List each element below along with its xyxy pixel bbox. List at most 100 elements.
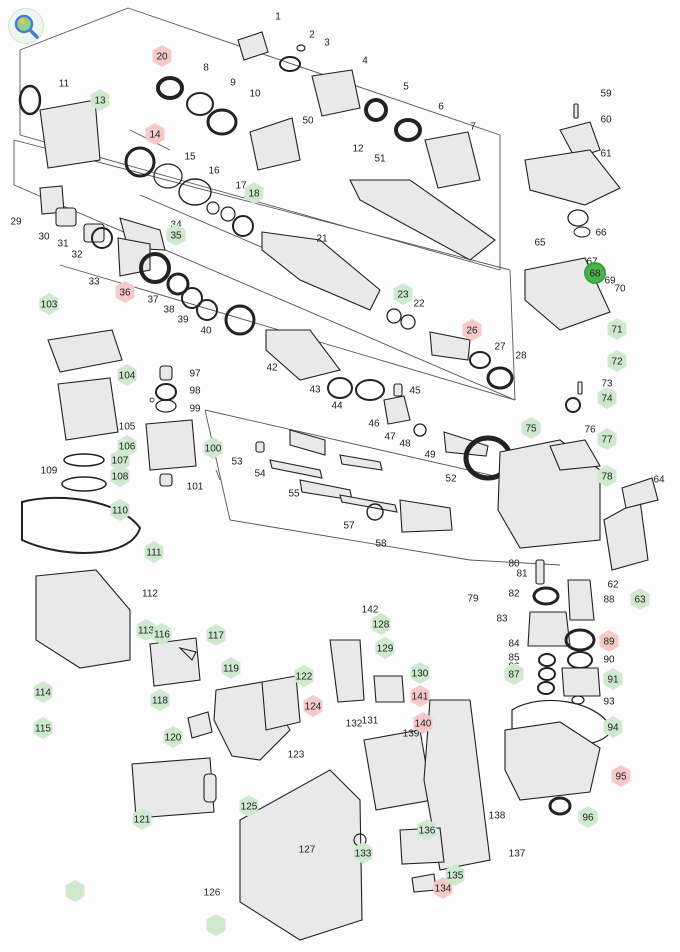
part-callout-blank[interactable]: [206, 914, 226, 936]
part-callout-142[interactable]: 142: [362, 605, 379, 616]
part-callout-80[interactable]: 80: [508, 559, 520, 570]
part-callout-51[interactable]: 51: [374, 154, 386, 165]
part-callout-9[interactable]: 9: [230, 78, 236, 89]
part-callout-66[interactable]: 66: [595, 228, 607, 239]
part-callout-126[interactable]: 126: [204, 888, 221, 899]
part-callout-62[interactable]: 62: [607, 580, 619, 591]
part-callout-32[interactable]: 32: [71, 250, 83, 261]
part-callout-63[interactable]: 63: [630, 588, 650, 610]
part-callout-97[interactable]: 97: [189, 369, 201, 380]
part-callout-108[interactable]: 108: [110, 465, 130, 487]
part-callout-53[interactable]: 53: [231, 457, 243, 468]
part-callout-78[interactable]: 78: [597, 465, 617, 487]
part-callout-111[interactable]: 111: [144, 541, 164, 563]
part-callout-23[interactable]: 23: [393, 283, 413, 305]
part-callout-31[interactable]: 31: [57, 239, 69, 250]
part-callout-140[interactable]: 140: [413, 712, 433, 734]
part-callout-73[interactable]: 73: [601, 379, 613, 390]
part-callout-35[interactable]: 35: [166, 224, 186, 246]
part-callout-69[interactable]: 69: [604, 276, 616, 287]
part-callout-17[interactable]: 17: [235, 181, 247, 192]
part-callout-109[interactable]: 109: [41, 466, 58, 477]
part-callout-136[interactable]: 136: [417, 819, 437, 841]
part-callout-21[interactable]: 21: [316, 234, 328, 245]
part-callout-20[interactable]: 20: [152, 45, 172, 67]
part-callout-110[interactable]: 110: [110, 499, 130, 521]
part-callout-122[interactable]: 122: [294, 665, 314, 687]
part-callout-83[interactable]: 83: [496, 614, 508, 625]
part-callout-88[interactable]: 88: [603, 595, 615, 606]
part-callout-82[interactable]: 82: [508, 589, 520, 600]
part-callout-99[interactable]: 99: [189, 404, 201, 415]
part-callout-94[interactable]: 94: [603, 716, 623, 738]
part-callout-72[interactable]: 72: [607, 350, 627, 372]
part-callout-135[interactable]: 135: [445, 864, 465, 886]
part-callout-98[interactable]: 98: [189, 386, 201, 397]
part-callout-100[interactable]: 100: [203, 437, 223, 459]
part-callout-133[interactable]: 133: [353, 842, 373, 864]
part-callout-1[interactable]: 1: [275, 12, 281, 23]
part-callout-52[interactable]: 52: [445, 474, 457, 485]
part-callout-116[interactable]: 116: [152, 623, 172, 645]
part-callout-79[interactable]: 79: [467, 594, 479, 605]
part-callout-3[interactable]: 3: [324, 38, 330, 49]
part-callout-2[interactable]: 2: [309, 30, 315, 41]
part-callout-8[interactable]: 8: [203, 63, 209, 74]
part-callout-27[interactable]: 27: [494, 342, 506, 353]
part-callout-131[interactable]: 131: [362, 716, 379, 727]
part-callout-blank[interactable]: [65, 880, 85, 902]
part-callout-4[interactable]: 4: [362, 56, 368, 67]
part-callout-65[interactable]: 65: [534, 238, 546, 249]
part-callout-96[interactable]: 96: [578, 806, 598, 828]
part-callout-85[interactable]: 85: [508, 653, 520, 664]
part-callout-95[interactable]: 95: [611, 765, 631, 787]
part-callout-43[interactable]: 43: [309, 385, 321, 396]
part-callout-22[interactable]: 22: [413, 299, 425, 310]
part-callout-58[interactable]: 58: [375, 539, 387, 550]
part-callout-15[interactable]: 15: [184, 152, 196, 163]
part-callout-12[interactable]: 12: [352, 144, 364, 155]
part-callout-87[interactable]: 87: [504, 663, 524, 685]
part-callout-137[interactable]: 137: [509, 849, 526, 860]
part-callout-138[interactable]: 138: [489, 811, 506, 822]
part-callout-6[interactable]: 6: [438, 102, 444, 113]
part-callout-70[interactable]: 70: [614, 284, 626, 295]
part-callout-90[interactable]: 90: [603, 655, 615, 666]
part-callout-5[interactable]: 5: [403, 82, 409, 93]
part-callout-91[interactable]: 91: [603, 668, 623, 690]
part-callout-127[interactable]: 127: [299, 845, 316, 856]
part-callout-30[interactable]: 30: [38, 232, 50, 243]
part-callout-128[interactable]: 128: [371, 613, 391, 635]
part-callout-118[interactable]: 118: [150, 689, 170, 711]
part-callout-119[interactable]: 119: [221, 657, 241, 679]
part-callout-36[interactable]: 36: [115, 281, 135, 303]
part-callout-113[interactable]: 113: [136, 619, 156, 641]
part-callout-45[interactable]: 45: [409, 386, 421, 397]
part-callout-105[interactable]: 105: [119, 422, 136, 433]
part-callout-75[interactable]: 75: [521, 417, 541, 439]
part-callout-121[interactable]: 121: [132, 808, 152, 830]
part-callout-104[interactable]: 104: [117, 364, 137, 386]
part-callout-77[interactable]: 77: [597, 428, 617, 450]
part-callout-61[interactable]: 61: [600, 149, 612, 160]
part-callout-11[interactable]: 11: [59, 79, 70, 90]
part-callout-10[interactable]: 10: [249, 89, 261, 100]
part-callout-46[interactable]: 46: [368, 419, 380, 430]
part-callout-134[interactable]: 134: [433, 877, 453, 899]
part-callout-68[interactable]: 68: [584, 262, 606, 284]
part-callout-71[interactable]: 71: [607, 318, 627, 340]
part-callout-26[interactable]: 26: [462, 319, 482, 341]
part-callout-114[interactable]: 114: [33, 681, 53, 703]
part-callout-124[interactable]: 124: [303, 695, 323, 717]
part-callout-13[interactable]: 13: [90, 89, 110, 111]
part-callout-38[interactable]: 38: [163, 305, 175, 316]
part-callout-49[interactable]: 49: [424, 450, 436, 461]
part-callout-103[interactable]: 103: [39, 293, 59, 315]
part-callout-47[interactable]: 47: [384, 432, 396, 443]
part-callout-33[interactable]: 33: [88, 277, 100, 288]
part-callout-48[interactable]: 48: [399, 439, 411, 450]
part-callout-76[interactable]: 76: [584, 425, 596, 436]
part-callout-42[interactable]: 42: [266, 363, 278, 374]
part-callout-55[interactable]: 55: [288, 489, 300, 500]
part-callout-64[interactable]: 64: [653, 475, 665, 486]
